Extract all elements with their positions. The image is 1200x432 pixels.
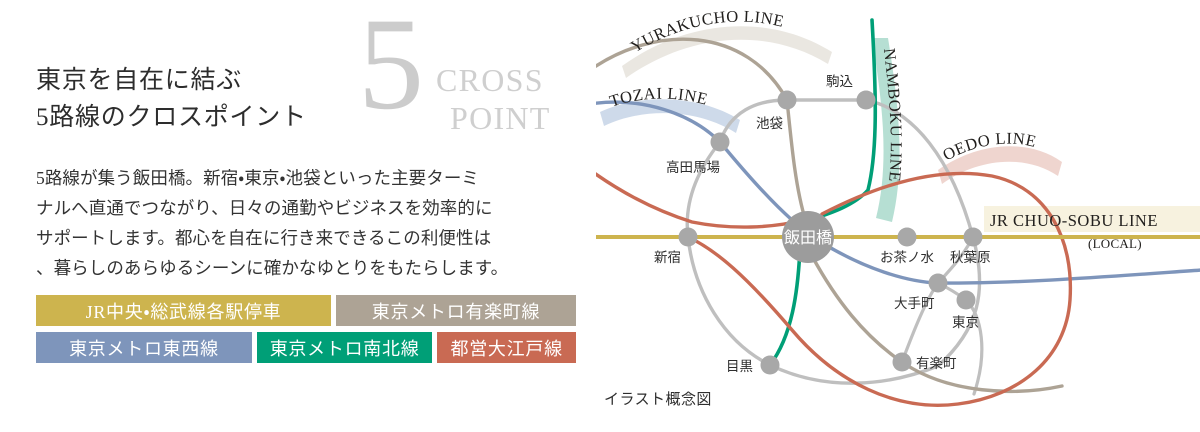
station-dot-yurakucho[interactable] (892, 352, 912, 372)
rail-line-oedo (596, 171, 1073, 407)
station-dot-takadanobaba[interactable] (710, 132, 730, 152)
station-dot-otemachi[interactable] (928, 273, 948, 293)
rail-line-namboku (768, 18, 878, 367)
station-label-otemachi: 大手町 (894, 296, 935, 311)
cross-point-numeral: 5 (358, 0, 424, 137)
station-label-tokyo: 東京 (952, 315, 979, 330)
legend-row-1: JR中央・総武線各駅停車 東京メトロ有楽町線 (36, 295, 576, 326)
rail-oedo-west-arc (596, 172, 806, 229)
headline-line-1: 東京を自在に結ぶ (36, 67, 243, 94)
station-label-ikebukuro: 池袋 (756, 116, 783, 131)
legend-badge-chuo-sobu: JR中央・総武線各駅停車 (36, 295, 331, 326)
legend-row-2: 東京メトロ東西線 東京メトロ南北線 都営大江戸線 (36, 332, 576, 363)
station-dot-shinjuku[interactable] (678, 227, 698, 247)
line-label-chuo-sobu: JR CHUO-SOBU LINE (990, 211, 1158, 230)
hub-iidabashi[interactable]: 飯田橋 (782, 211, 834, 263)
body-copy-line-3: サポートします。都心を自在に行き来できるこの利便性は (36, 228, 492, 249)
rail-yurakucho-west (596, 37, 789, 102)
cross-point-word-point: POINT (450, 99, 551, 136)
legend-badge-yurakucho: 東京メトロ有楽町線 (336, 295, 576, 326)
body-copy-line-1: 5路線が集う飯田橋。新宿・東京・池袋といった主要ターミ (36, 168, 480, 188)
station-label-ochanomizu: お茶ノ水 (880, 250, 934, 265)
line-legend: JR中央・総武線各駅停車 東京メトロ有楽町線 東京メトロ東西線 東京メトロ南北線… (36, 295, 576, 369)
body-copy-line-4: 、暮らしのあらゆるシーンに確かなゆとりをもたらします。 (36, 258, 509, 279)
station-dot-komagome[interactable] (856, 90, 876, 110)
ribbon-tozai (600, 99, 740, 133)
rail-yurakucho-to-hub (785, 98, 808, 224)
rail-tozai-west (596, 100, 722, 144)
headline-line-2: 5路線のクロスポイント (36, 104, 307, 131)
station-label-meguro: 目黒 (726, 359, 753, 374)
station-dot-tokyo[interactable] (956, 290, 976, 310)
cross-point-words: CROSS POINT (436, 62, 551, 138)
line-label-ribbons (600, 26, 1200, 232)
rail-tozai-to-hub (718, 140, 794, 222)
ribbon-oedo (938, 146, 1062, 184)
cross-point-logo-mark: 5 CROSS POINT (358, 0, 578, 144)
station-label-takadanobaba: 高田馬場 (666, 159, 720, 175)
body-copy-line-2: ナルへ直通でつながり、日々の通勤やビジネスを効率的に (36, 198, 493, 219)
station-dot-ikebukuro[interactable] (777, 90, 797, 110)
station-dot-meguro[interactable] (760, 355, 780, 375)
rail-namboku-south (768, 246, 802, 367)
rail-oedo-northeast (686, 171, 1073, 407)
station-label-komagome: 駒込 (826, 74, 854, 89)
rail-tozai-east (822, 242, 1200, 285)
station-label-yurakucho: 有楽町 (916, 356, 957, 371)
page-title: 東京を自在に結ぶ 5路線のクロスポイント (36, 62, 366, 136)
rail-line-tozai (596, 100, 1200, 285)
cross-point-word-cross: CROSS (436, 62, 544, 98)
map-svg: 飯田橋 池袋 駒込 高田馬場 新宿 お茶ノ水 秋葉原 大手町 東京 有楽町 目黒… (596, 7, 1200, 407)
ribbon-yurakucho (622, 26, 832, 78)
body-copy: 5路線が集う飯田橋。新宿・東京・池袋といった主要ターミ ナルへ直通でつながり、日… (36, 163, 576, 283)
station-label-akihabara: 秋葉原 (950, 250, 991, 265)
railway-concept-map: 飯田橋 池袋 駒込 高田馬場 新宿 お茶ノ水 秋葉原 大手町 東京 有楽町 目黒… (596, 0, 1200, 432)
rail-jr-loop-left (685, 140, 772, 367)
line-label-chuo-sobu-local: (LOCAL) (1088, 236, 1142, 251)
rail-namboku-north (808, 18, 878, 222)
hub-circle (782, 211, 834, 263)
left-content-panel: 5 CROSS POINT 東京を自在に結ぶ 5路線のクロスポイント 5路線が集… (36, 0, 578, 369)
rail-lines-gray (685, 98, 984, 396)
station-labels: 池袋 駒込 高田馬場 新宿 お茶ノ水 秋葉原 大手町 東京 有楽町 目黒 (654, 74, 991, 374)
hub-label: 飯田橋 (784, 229, 832, 247)
station-dot-ochanomizu[interactable] (897, 227, 917, 247)
legend-badge-tozai: 東京メトロ東西線 (36, 332, 252, 363)
legend-badge-oedo: 都営大江戸線 (437, 332, 576, 363)
map-note: イラスト概念図 (604, 392, 712, 408)
station-dot-akihabara[interactable] (963, 227, 983, 247)
ribbon-namboku (872, 38, 900, 222)
ribbon-chuo-sobu (984, 206, 1200, 232)
station-dots (678, 90, 983, 375)
legend-badge-namboku: 東京メトロ南北線 (256, 332, 433, 363)
station-label-shinjuku: 新宿 (654, 250, 681, 265)
